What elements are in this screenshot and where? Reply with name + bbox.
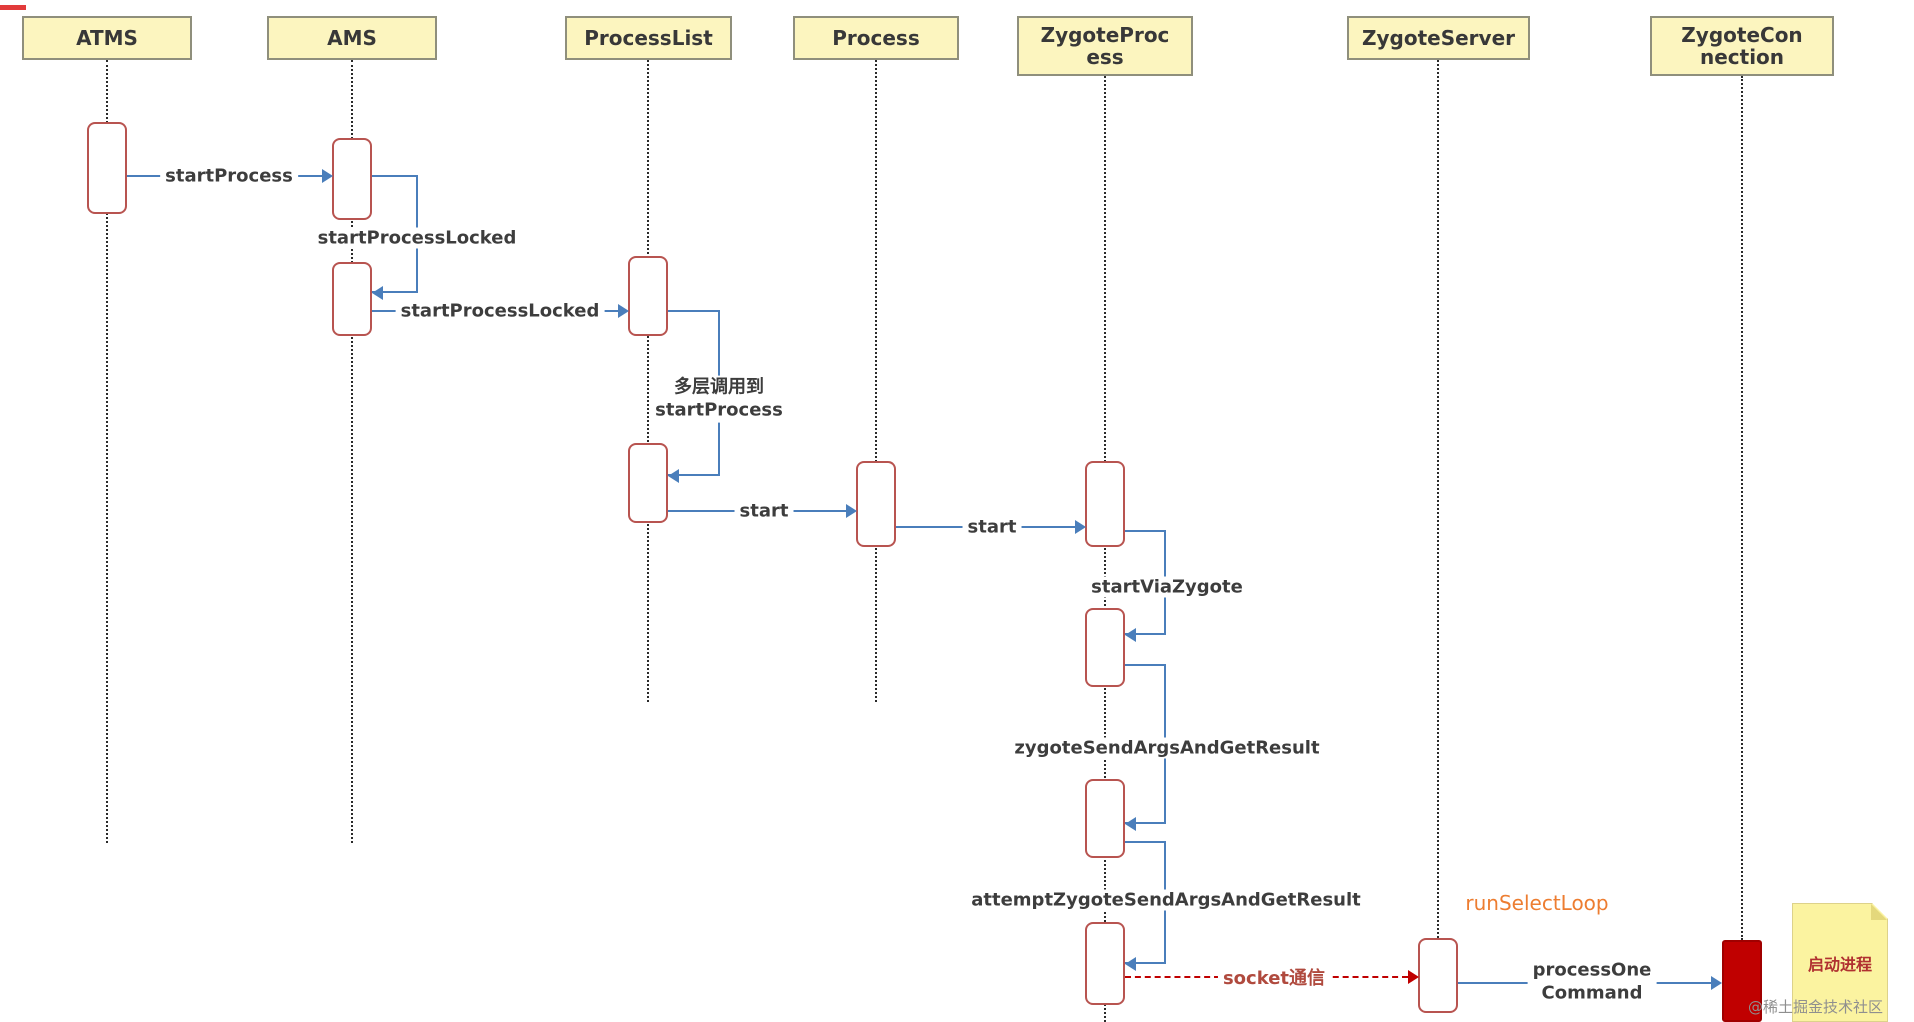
message-label-process-one-command: processOne Command	[1527, 958, 1657, 1006]
activation-ams-2	[332, 262, 372, 336]
arrowhead-right	[846, 504, 857, 518]
activation-zygoteconnection-solid	[1722, 940, 1762, 1022]
actor-box-zygoteserver: ZygoteServer	[1347, 16, 1530, 60]
activation-process	[856, 461, 896, 547]
lifeline-zygoteconnection	[1741, 76, 1743, 940]
arrowhead-right	[322, 169, 333, 183]
activation-processlist-2	[628, 443, 668, 523]
activation-processlist-1	[628, 256, 668, 336]
activation-zygoteserver	[1418, 938, 1458, 1013]
arrowhead-left	[668, 469, 679, 483]
arrowhead-right-red	[1408, 970, 1419, 984]
label-run-select-loop: runSelectLoop	[1465, 891, 1609, 915]
message-label-start-a: start	[734, 500, 794, 522]
actor-label-zygoteprocess: ZygoteProcess	[1040, 22, 1170, 69]
watermark: @稀土掘金技术社区	[1748, 998, 1884, 1016]
arrowhead-left	[372, 286, 383, 300]
message-label-start-process-locked-self: startProcessLocked	[312, 227, 522, 249]
actor-label-atms: ATMS	[76, 26, 138, 50]
arrowhead-right	[1075, 520, 1086, 534]
lifeline-zygoteprocess	[1104, 76, 1106, 1022]
message-label-zygote-send: zygoteSendArgsAndGetResult	[1009, 737, 1325, 759]
message-label-start-process-locked: startProcessLocked	[395, 300, 605, 322]
lifeline-ams	[351, 60, 353, 843]
note-text: 启动进程	[1807, 954, 1872, 974]
activation-atms	[87, 122, 127, 214]
sticky-note: 启动进程	[1792, 903, 1888, 1022]
message-label-start-b: start	[962, 516, 1022, 538]
actor-box-processlist: ProcessList	[565, 16, 732, 60]
activation-zygoteprocess-1	[1085, 461, 1125, 547]
activation-ams-1	[332, 138, 372, 220]
activation-zygoteprocess-3	[1085, 779, 1125, 858]
actor-box-zygoteprocess: ZygoteProcess	[1017, 16, 1193, 76]
actor-box-ams: AMS	[267, 16, 437, 60]
message-label-attempt-zygote-send: attemptZygoteSendArgsAndGetResult	[966, 889, 1366, 911]
actor-label-process: Process	[832, 26, 920, 50]
message-label-socket: socket通信	[1217, 964, 1331, 990]
message-label-multi-layer: 多层调用到 startProcess	[650, 375, 788, 423]
activation-zygoteprocess-4	[1085, 922, 1125, 1005]
lifeline-zygoteserver	[1437, 60, 1439, 938]
actor-box-atms: ATMS	[22, 16, 192, 60]
arrowhead-right	[1711, 976, 1722, 990]
actor-label-processlist: ProcessList	[584, 26, 713, 50]
red-corner-mark	[0, 5, 26, 10]
arrowhead-left	[1125, 817, 1136, 831]
lifeline-processlist	[647, 60, 649, 702]
message-label-start-via-zygote: startViaZygote	[1086, 576, 1248, 598]
arrowhead-right	[618, 304, 629, 318]
actor-label-ams: AMS	[327, 26, 377, 50]
activation-zygoteprocess-2	[1085, 608, 1125, 687]
lifeline-atms	[106, 60, 108, 843]
lifeline-process	[875, 60, 877, 702]
message-label-start-process: startProcess	[160, 165, 298, 187]
actor-box-zygoteconnection: ZygoteConnection	[1650, 16, 1834, 76]
actor-box-process: Process	[793, 16, 959, 60]
note-fold-corner	[1871, 904, 1887, 920]
actor-label-zygoteconnection: ZygoteConnection	[1681, 22, 1803, 69]
actor-label-zygoteserver: ZygoteServer	[1361, 26, 1516, 50]
arrowhead-left	[1125, 957, 1136, 971]
arrowhead-left	[1125, 628, 1136, 642]
